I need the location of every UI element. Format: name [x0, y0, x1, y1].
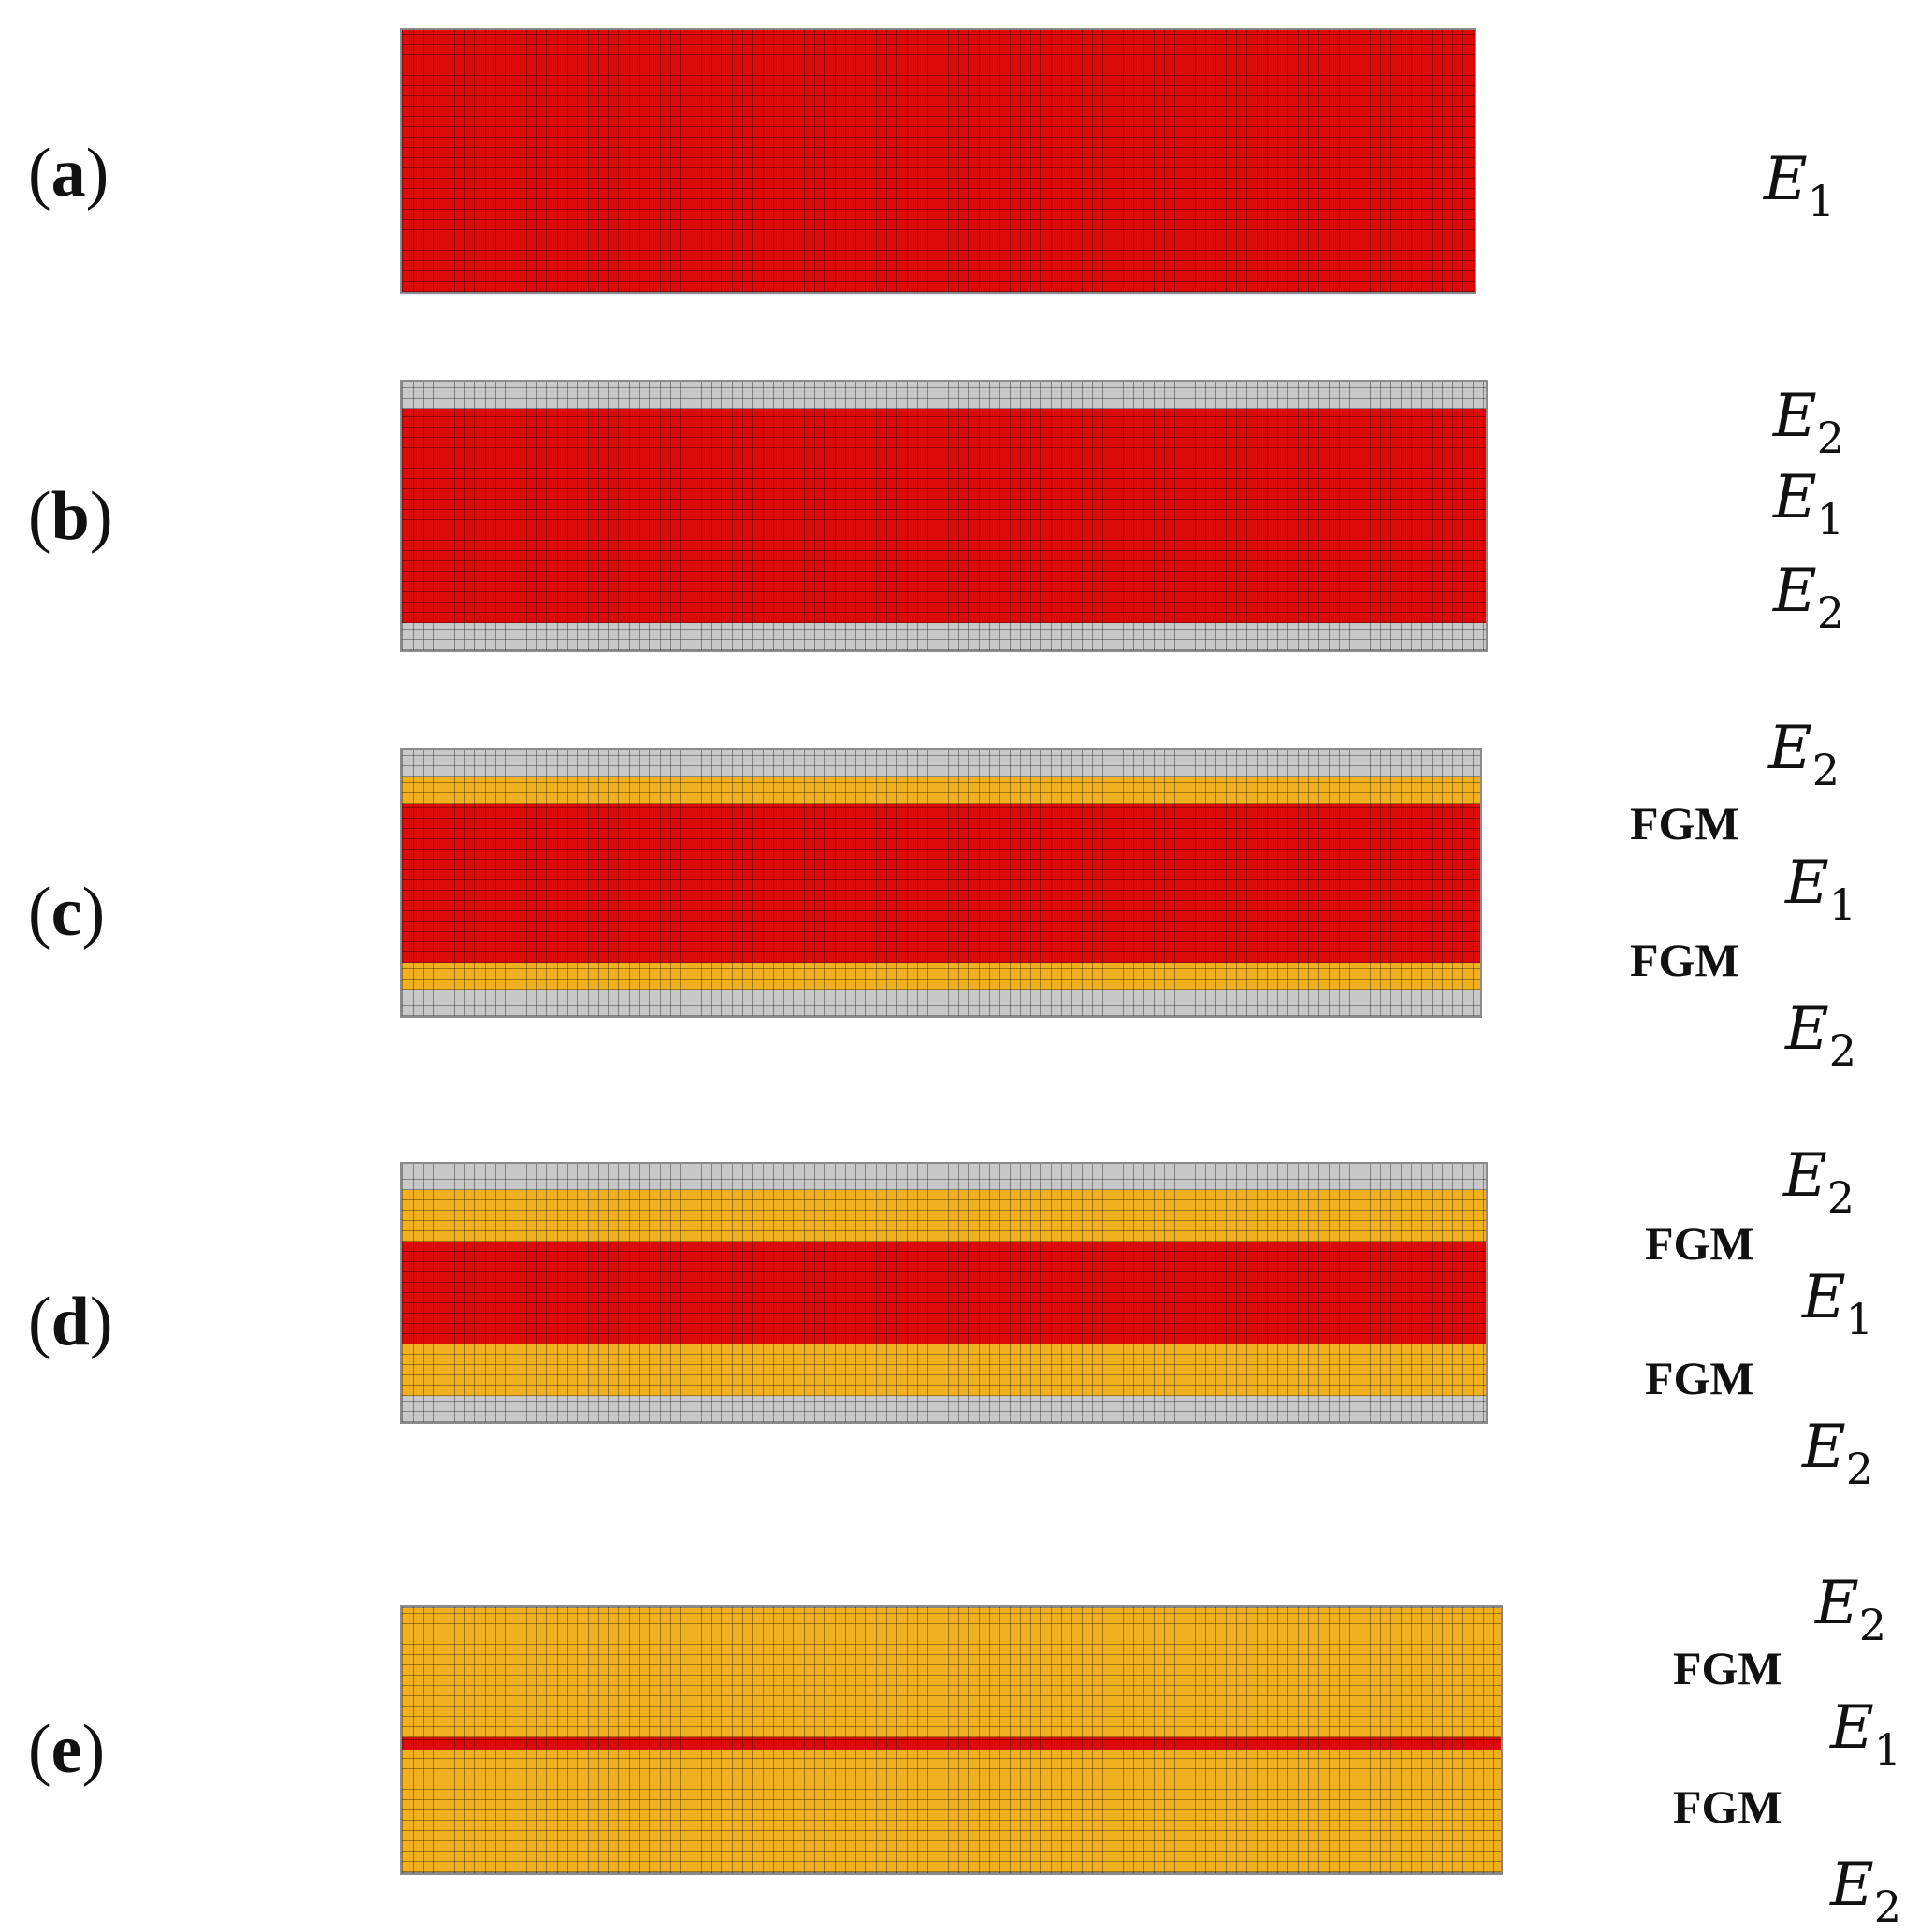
material-label-e2: E2 — [1773, 386, 1844, 459]
subscript: 2 — [1826, 1172, 1855, 1223]
material-label-e2: E2 — [1830, 1855, 1901, 1928]
layer-e2 — [402, 1871, 1501, 1873]
panel-label-d: (d) — [28, 1284, 113, 1360]
material-label-fgm: FGM — [1630, 934, 1739, 986]
subscript: 2 — [1816, 413, 1844, 463]
material-label-e1: E1 — [1802, 1268, 1873, 1341]
layer-e2 — [402, 1396, 1486, 1422]
layer-fgm — [402, 1608, 1501, 1738]
layer-e1 — [402, 1241, 1486, 1345]
symbol: E — [1783, 1141, 1827, 1211]
symbol: E — [1773, 382, 1817, 451]
symbol: E — [1830, 1693, 1874, 1763]
subscript: 1 — [1828, 879, 1856, 930]
layer-e2 — [402, 382, 1486, 409]
symbol: E — [1785, 995, 1829, 1064]
layer-e1 — [402, 30, 1475, 292]
material-label-fgm: FGM — [1630, 797, 1739, 850]
material-label-e2: E2 — [1815, 1574, 1886, 1647]
panel-letter: b — [51, 478, 90, 555]
layer-e2 — [402, 1164, 1486, 1190]
symbol: E — [1764, 145, 1808, 214]
material-label-fgm: FGM — [1673, 1642, 1782, 1694]
panel-letter: c — [51, 874, 82, 951]
subscript: 1 — [1807, 176, 1835, 226]
beam-b — [400, 380, 1488, 652]
layer-e2 — [402, 623, 1486, 650]
panel-label-c: (c) — [28, 874, 106, 951]
panel-label-e: (e) — [28, 1711, 106, 1788]
subscript: 2 — [1873, 1881, 1901, 1932]
panel-letter: e — [51, 1711, 82, 1788]
material-label-e1: E1 — [1785, 853, 1856, 926]
subscript: 2 — [1811, 745, 1840, 795]
subscript: 2 — [1845, 1444, 1873, 1494]
layer-fgm — [402, 1750, 1501, 1872]
layer-e2 — [402, 989, 1480, 1016]
panel-label-b: (b) — [28, 478, 113, 555]
material-label-e2: E2 — [1785, 999, 1856, 1072]
beam-c — [400, 748, 1482, 1018]
material-label-e2: E2 — [1768, 719, 1840, 792]
subscript: 1 — [1845, 1294, 1873, 1344]
panel-label-a: (a) — [28, 135, 109, 211]
symbol: E — [1830, 1851, 1874, 1920]
symbol: E — [1802, 1263, 1846, 1332]
layer-fgm — [402, 1189, 1486, 1242]
beam-d — [400, 1162, 1488, 1424]
symbol: E — [1815, 1569, 1859, 1638]
panel-letter: d — [51, 1284, 90, 1360]
symbol: E — [1768, 714, 1812, 783]
material-label-fgm: FGM — [1645, 1352, 1754, 1404]
subscript: 2 — [1816, 588, 1844, 638]
material-label-fgm: FGM — [1645, 1217, 1754, 1270]
symbol: E — [1773, 557, 1817, 626]
material-label-e1: E1 — [1830, 1698, 1901, 1771]
material-label-e1: E1 — [1773, 468, 1844, 541]
layer-fgm — [402, 1344, 1486, 1397]
subscript: 2 — [1828, 1025, 1856, 1076]
layer-e2 — [402, 1607, 1501, 1609]
layer-fgm — [402, 777, 1480, 804]
beam-a — [400, 28, 1476, 294]
subscript: 1 — [1816, 494, 1844, 545]
layer-e1 — [402, 803, 1480, 964]
material-label-e2: E2 — [1773, 561, 1844, 634]
symbol: E — [1773, 463, 1817, 532]
symbol: E — [1802, 1413, 1846, 1482]
material-label-e2: E2 — [1802, 1417, 1873, 1490]
material-label-e2: E2 — [1783, 1146, 1855, 1219]
material-label-e1: E1 — [1764, 150, 1835, 223]
beam-e — [400, 1605, 1503, 1875]
panel-letter: a — [51, 135, 86, 211]
layer-e1 — [402, 408, 1486, 624]
subscript: 2 — [1858, 1600, 1886, 1650]
layer-e1 — [402, 1737, 1501, 1751]
material-label-fgm: FGM — [1673, 1780, 1782, 1833]
subscript: 1 — [1873, 1724, 1901, 1775]
layer-e2 — [402, 750, 1480, 777]
symbol: E — [1785, 849, 1829, 918]
layer-fgm — [402, 963, 1480, 990]
